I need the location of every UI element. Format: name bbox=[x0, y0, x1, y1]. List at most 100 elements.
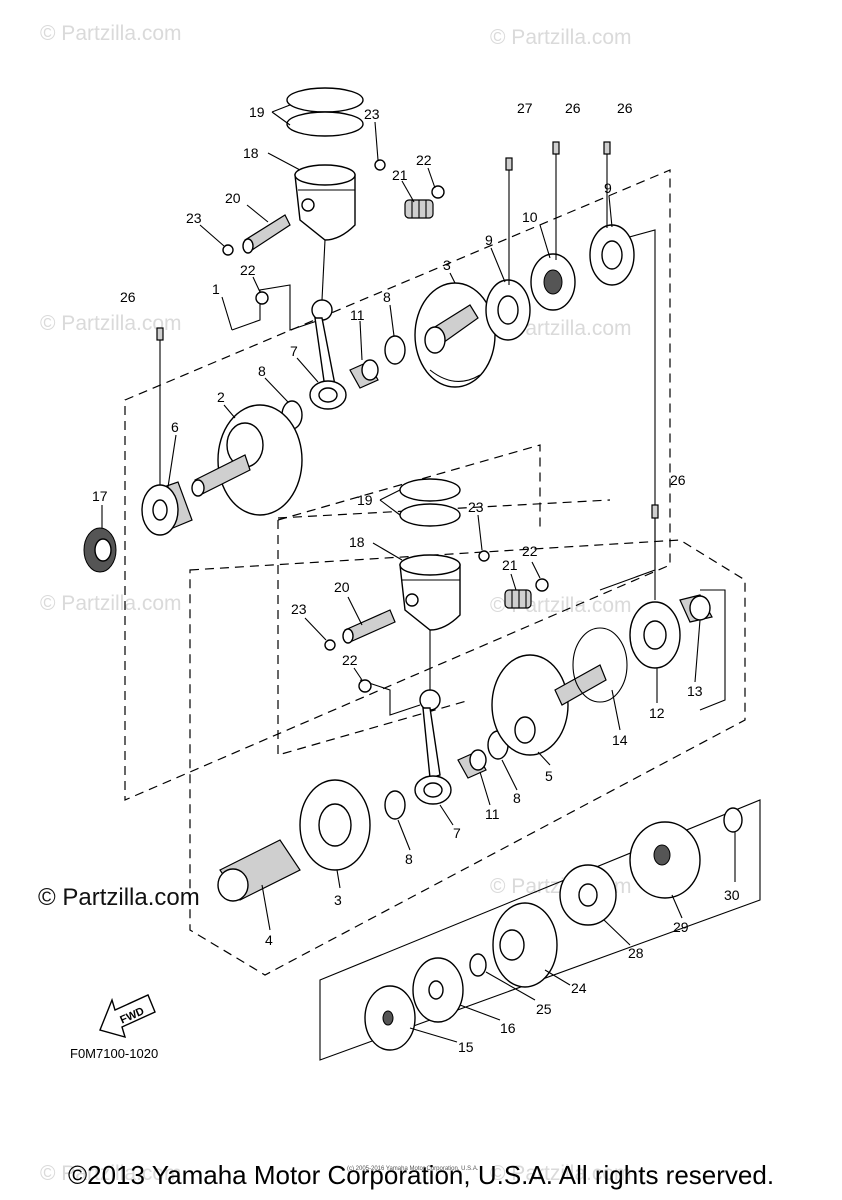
dowel-pin-26 bbox=[505, 157, 513, 171]
callout-leaders-upper bbox=[101, 104, 613, 528]
clip-lower-right bbox=[478, 550, 490, 562]
callout: 26 bbox=[120, 289, 136, 305]
bearing-11-upper bbox=[349, 359, 379, 389]
upper-assembly-outline bbox=[124, 169, 671, 801]
callout: 28 bbox=[628, 945, 644, 961]
callout: 23 bbox=[291, 601, 307, 617]
bracket-line bbox=[359, 679, 421, 716]
piston-pin-upper bbox=[242, 214, 291, 254]
callout: 17 bbox=[92, 488, 108, 504]
callout: 22 bbox=[240, 262, 256, 278]
damper-28 bbox=[559, 864, 617, 926]
callout: 9 bbox=[485, 232, 493, 248]
callout: 30 bbox=[724, 887, 740, 903]
callout: 11 bbox=[485, 806, 500, 822]
connecting-rod-lower bbox=[414, 689, 452, 805]
callouts-lower: 26 19 23 18 22 21 20 23 22 13 12 14 5 8 … bbox=[265, 472, 740, 1055]
watermark: © Partzilla.com bbox=[40, 1162, 182, 1185]
circlip-14 bbox=[572, 627, 628, 703]
piston-lower bbox=[399, 554, 461, 631]
bracket-line bbox=[699, 589, 726, 711]
callout: 22 bbox=[522, 543, 538, 559]
callout: 27 bbox=[517, 100, 533, 116]
callout: 15 bbox=[458, 1039, 474, 1055]
crankshaft-left-upper bbox=[191, 404, 303, 516]
bearing-12 bbox=[629, 601, 681, 669]
callout: 7 bbox=[290, 343, 298, 359]
dowel-pin-27 bbox=[552, 141, 560, 155]
callout: 13 bbox=[687, 683, 703, 699]
callout: 6 bbox=[171, 419, 179, 435]
collar-13 bbox=[679, 594, 713, 623]
callout: 22 bbox=[342, 652, 358, 668]
callout: 5 bbox=[545, 768, 553, 784]
clip-upper-left bbox=[222, 244, 234, 256]
callout: 2 bbox=[217, 389, 225, 405]
diagram-code: F0M7100-1020 bbox=[70, 1046, 158, 1061]
callout: 12 bbox=[649, 705, 665, 721]
callout: 8 bbox=[383, 289, 391, 305]
callouts-upper: 19 23 18 22 21 20 23 22 26 27 26 26 10 9… bbox=[92, 100, 633, 504]
callout: 8 bbox=[513, 790, 521, 806]
upper-crank-subgroup-outline bbox=[277, 444, 541, 756]
washer-8-lower-left bbox=[384, 790, 406, 820]
callout: 10 bbox=[522, 209, 538, 225]
callout: 26 bbox=[617, 100, 633, 116]
dowel-pin-26-lower bbox=[651, 504, 659, 519]
callout: 20 bbox=[225, 190, 241, 206]
crankshaft-lower bbox=[491, 654, 607, 756]
tube-4 bbox=[217, 839, 301, 902]
washer-upper-right bbox=[431, 185, 445, 199]
bearing-9-upper-right bbox=[589, 224, 635, 286]
coupling-29 bbox=[629, 821, 701, 899]
callout-leaders-lower bbox=[261, 489, 736, 1043]
watermark: © Partzilla.com bbox=[490, 1162, 632, 1185]
crankcase-3-lower bbox=[299, 779, 371, 871]
washer-8-upper-right bbox=[384, 335, 406, 365]
callout: 23 bbox=[186, 210, 202, 226]
callout: 18 bbox=[243, 145, 259, 161]
callout: 23 bbox=[468, 499, 484, 515]
callout: 18 bbox=[349, 534, 365, 550]
callout: 14 bbox=[612, 732, 628, 748]
dowel-pin-26 bbox=[156, 327, 164, 341]
coupling-10 bbox=[530, 253, 576, 311]
callout: 8 bbox=[258, 363, 266, 379]
callout: 9 bbox=[604, 180, 612, 196]
watermark: © Partzilla.com bbox=[40, 312, 182, 335]
bearing-6-upper bbox=[141, 481, 193, 536]
callout: 26 bbox=[670, 472, 686, 488]
callout: 11 bbox=[350, 307, 365, 323]
callout: 8 bbox=[405, 851, 413, 867]
callout: 26 bbox=[565, 100, 581, 116]
callout: 20 bbox=[334, 579, 350, 595]
watermark: © Partzilla.com bbox=[40, 592, 182, 615]
needle-bearing-lower bbox=[504, 589, 532, 609]
clip-upper-right bbox=[374, 159, 386, 171]
washer-lower-left bbox=[358, 679, 372, 693]
fwd-arrow-icon: FWD bbox=[99, 994, 156, 1039]
callout: 22 bbox=[416, 152, 432, 168]
coupling-24 bbox=[492, 902, 558, 988]
callout: 4 bbox=[265, 932, 273, 948]
dowel-pin-26 bbox=[603, 141, 611, 155]
washer-upper-left bbox=[255, 291, 269, 305]
bracket-line bbox=[231, 284, 321, 331]
bearing-9-upper-left bbox=[485, 279, 531, 341]
piston-pin-lower bbox=[342, 609, 396, 644]
callout: 7 bbox=[453, 825, 461, 841]
washer-lower-right bbox=[535, 578, 549, 592]
pulley-15 bbox=[364, 985, 416, 1051]
connecting-rod-upper bbox=[309, 299, 347, 410]
callout: 16 bbox=[500, 1020, 516, 1036]
callout: 21 bbox=[502, 557, 518, 573]
rod-leader bbox=[321, 239, 326, 301]
callout: 3 bbox=[334, 892, 342, 908]
fine-print: (c) 2005-2016 Yamaha Motor Corporation, … bbox=[347, 1166, 479, 1172]
washer-30 bbox=[723, 807, 743, 833]
callout: 25 bbox=[536, 1001, 552, 1017]
plate-16 bbox=[412, 957, 464, 1023]
clip-lower-left bbox=[324, 639, 336, 651]
